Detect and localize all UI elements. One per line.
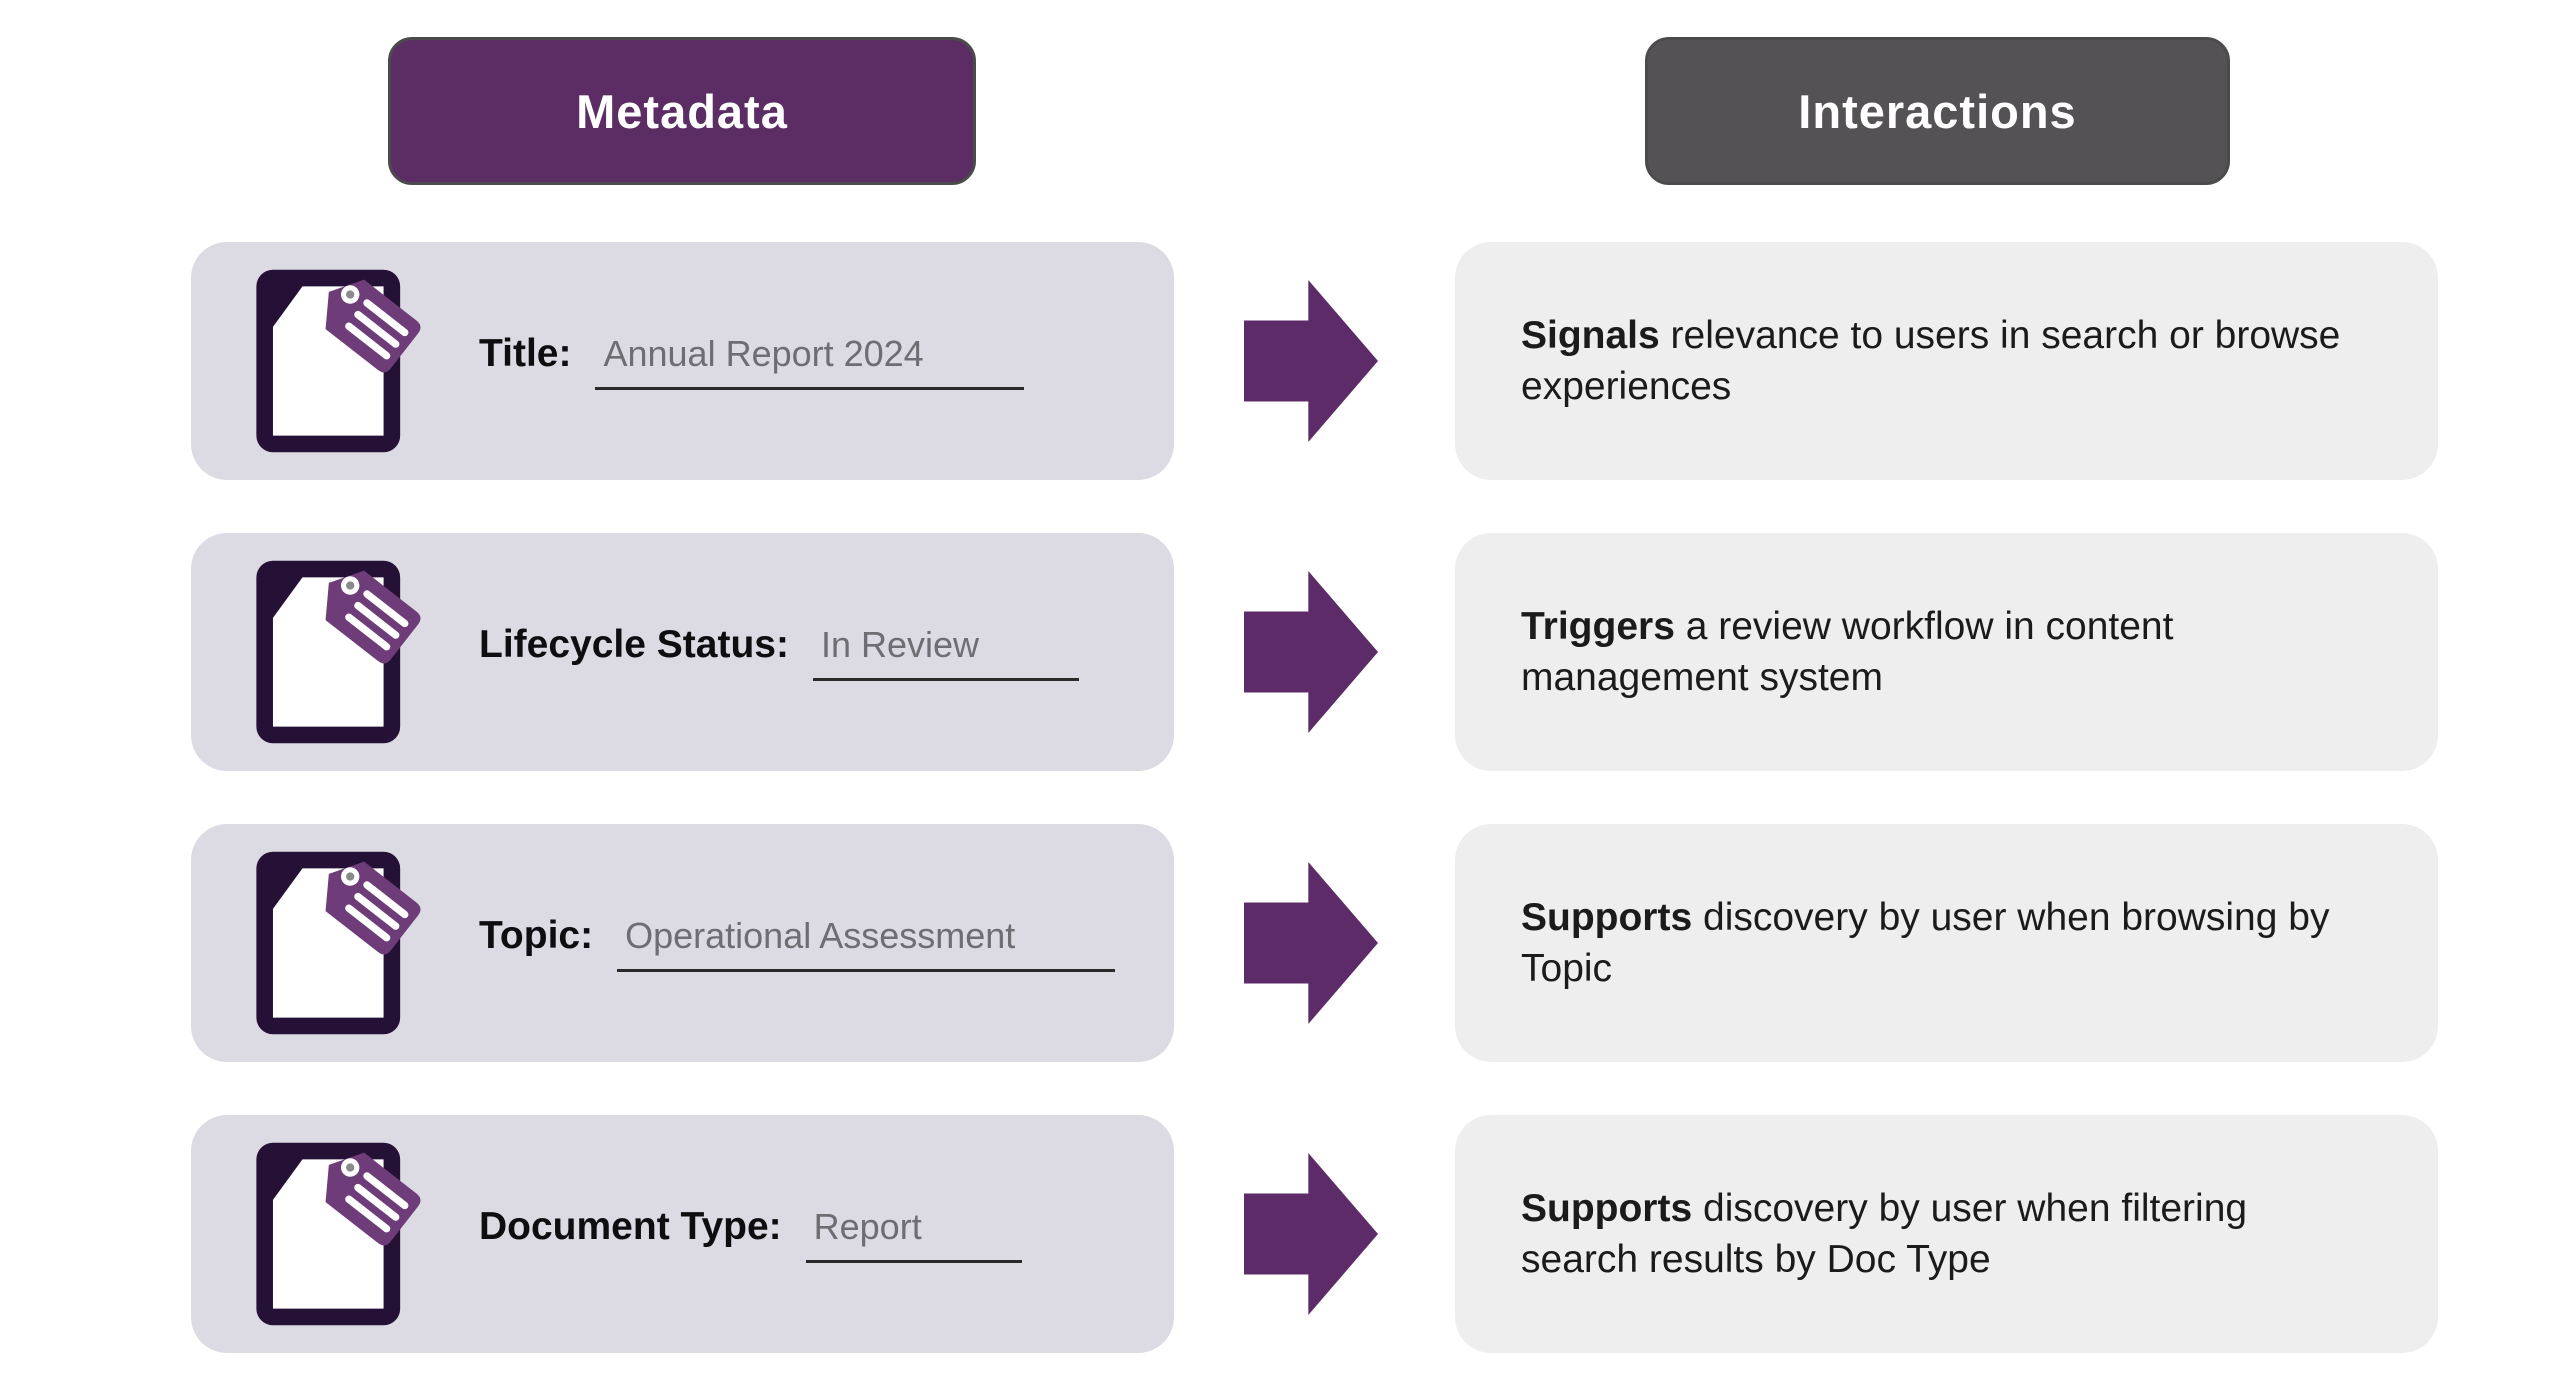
interaction-card: Signals relevance to users in search or … [1455, 242, 2438, 480]
metadata-column-header: Metadata [388, 37, 976, 185]
document-tag-icon [256, 269, 421, 453]
interaction-rest: relevance to users in search or browse e… [1521, 313, 2341, 408]
field-value: Operational Assessment [617, 915, 1116, 972]
document-tag-icon [256, 851, 421, 1035]
row-title: Title: Annual Report 2024 Signals releva… [0, 242, 2560, 480]
right-arrow-icon [1244, 280, 1378, 442]
interaction-text: Signals relevance to users in search or … [1521, 310, 2368, 413]
field-value: Report [805, 1206, 1022, 1263]
interaction-card: Supports discovery by user when filterin… [1455, 1115, 2438, 1353]
metadata-header-label: Metadata [576, 84, 788, 138]
interaction-rest: a review workflow in content management … [1521, 604, 2174, 699]
interaction-lead: Supports [1521, 1186, 1693, 1230]
row-lifecycle-status: Lifecycle Status: In Review Triggers a r… [0, 533, 2560, 771]
field-value: Annual Report 2024 [595, 333, 1024, 390]
document-tag-icon [256, 1142, 421, 1326]
row-topic: Topic: Operational Assessment Supports d… [0, 824, 2560, 1062]
interactions-header-label: Interactions [1798, 84, 2077, 138]
interaction-text: Supports discovery by user when browsing… [1521, 892, 2368, 995]
field-label: Document Type: [479, 1205, 782, 1248]
field-label: Topic: [479, 914, 594, 957]
field-value: In Review [812, 624, 1080, 681]
metadata-card: Lifecycle Status: In Review [191, 533, 1174, 771]
interaction-lead: Triggers [1521, 604, 1675, 648]
right-arrow-icon [1244, 1153, 1378, 1315]
interaction-lead: Signals [1521, 313, 1660, 357]
interaction-lead: Supports [1521, 895, 1693, 939]
row-document-type: Document Type: Report Supports discovery… [0, 1115, 2560, 1353]
interaction-rest: discovery by user when browsing by Topic [1521, 895, 2330, 990]
metadata-card: Document Type: Report [191, 1115, 1174, 1353]
field-label: Title: [479, 332, 572, 375]
right-arrow-icon [1244, 862, 1378, 1024]
right-arrow-icon [1244, 571, 1378, 733]
document-tag-icon [256, 560, 421, 744]
metadata-card: Title: Annual Report 2024 [191, 242, 1174, 480]
field-label: Lifecycle Status: [479, 623, 789, 666]
interaction-card: Supports discovery by user when browsing… [1455, 824, 2438, 1062]
metadata-card: Topic: Operational Assessment [191, 824, 1174, 1062]
interaction-card: Triggers a review workflow in content ma… [1455, 533, 2438, 771]
interaction-text: Supports discovery by user when filterin… [1521, 1183, 2368, 1286]
interaction-rest: discovery by user when filtering search … [1521, 1186, 2248, 1281]
interactions-column-header: Interactions [1645, 37, 2230, 185]
interaction-text: Triggers a review workflow in content ma… [1521, 601, 2368, 704]
